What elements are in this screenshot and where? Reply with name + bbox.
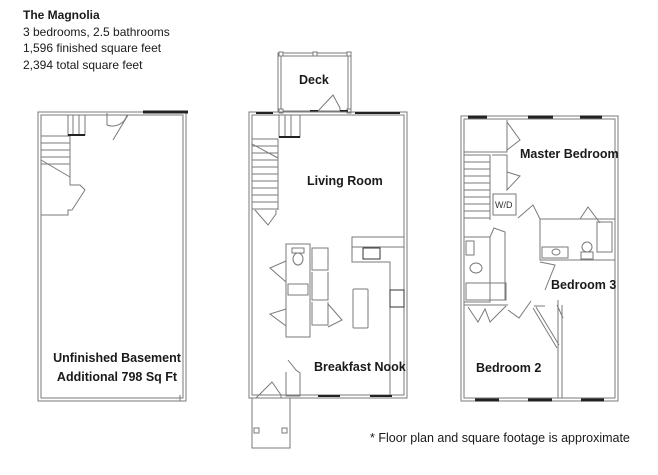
room-label-master-bedroom: Master Bedroom	[520, 147, 619, 161]
room-label-bedroom-2: Bedroom 2	[476, 361, 542, 375]
upper-floor-plan: W/D	[460, 115, 619, 402]
main-floor-plan	[248, 51, 408, 449]
basement-label: Unfinished Basement Additional 798 Sq Ft	[52, 349, 182, 387]
basement-plan	[37, 110, 188, 402]
bed-bath-count: 3 bedrooms, 2.5 bathrooms	[23, 24, 170, 39]
plan-info: The Magnolia 3 bedrooms, 2.5 bathrooms 1…	[23, 7, 170, 73]
footnote: * Floor plan and square footage is appro…	[370, 431, 630, 445]
basement-label-line1: Unfinished Basement	[53, 351, 181, 365]
room-label-bedroom-3: Bedroom 3	[551, 278, 617, 292]
room-label-breakfast-nook: Breakfast Nook	[314, 360, 406, 374]
svg-text:W/D: W/D	[495, 200, 513, 210]
plan-title: The Magnolia	[23, 8, 100, 22]
finished-sqft: 1,596 finished square feet	[23, 41, 162, 55]
basement-label-line2: Additional 798 Sq Ft	[56, 370, 178, 384]
room-label-living-room: Living Room	[307, 174, 383, 188]
room-label-deck: Deck	[299, 73, 329, 87]
total-sqft: 2,394 total square feet	[23, 57, 143, 72]
